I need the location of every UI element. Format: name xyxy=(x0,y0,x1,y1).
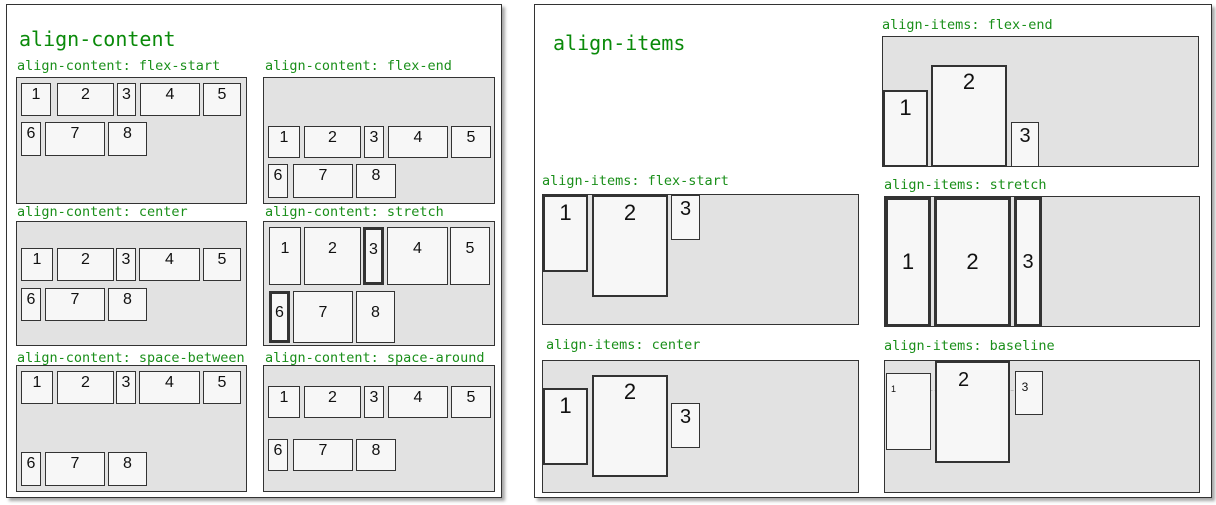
flex-item: 8 xyxy=(108,288,147,321)
flex-item: 5 xyxy=(203,248,241,281)
flex-item: 4 xyxy=(387,227,448,285)
flex-item: 3 xyxy=(1015,371,1043,415)
flex-container-space-between: 1 2 3 4 5 6 7 8 xyxy=(16,365,247,492)
flex-item: 2 xyxy=(935,361,1010,463)
flex-item: 7 xyxy=(293,164,353,198)
flex-item: 4 xyxy=(140,83,200,116)
flex-item: 3 xyxy=(364,126,384,158)
flex-item: 5 xyxy=(451,126,491,158)
flex-item: 4 xyxy=(388,386,448,418)
flex-item: 3 xyxy=(363,227,384,285)
flex-item: 3 xyxy=(116,371,136,404)
flex-item: 1 xyxy=(268,386,300,418)
panel-title: align-content xyxy=(19,27,176,51)
flex-item: 4 xyxy=(388,126,448,158)
flex-item: 3 xyxy=(671,195,700,240)
flex-item: 3 xyxy=(1014,197,1042,327)
flex-container-flex-start: 1 2 3 4 5 6 7 8 xyxy=(16,77,247,204)
flex-item: 3 xyxy=(671,403,700,448)
flex-item: 6 xyxy=(268,439,288,471)
flex-container-stretch: 1 2 3 4 5 6 7 8 xyxy=(263,221,495,346)
flex-container-flex-start: 1 2 3 xyxy=(542,194,859,325)
example-label: align-content: stretch xyxy=(265,204,444,220)
flex-item: 7 xyxy=(293,439,353,471)
flex-item: 8 xyxy=(108,122,147,156)
flex-item: 7 xyxy=(45,452,105,486)
flex-item: 3 xyxy=(364,386,384,418)
flex-item: 1 xyxy=(21,371,53,404)
flex-item: 2 xyxy=(304,227,361,285)
flex-item: 6 xyxy=(21,452,41,486)
flex-item: 2 xyxy=(931,65,1007,167)
flex-item: 1 xyxy=(886,373,931,450)
example-label: align-content: space-around xyxy=(265,350,485,366)
flex-item: 2 xyxy=(57,248,114,281)
flex-item: 8 xyxy=(356,164,396,198)
flex-item: 5 xyxy=(203,371,241,404)
flex-item: 1 xyxy=(543,388,588,465)
flex-item: 5 xyxy=(451,386,491,418)
panel-title: align-items xyxy=(553,31,686,55)
flex-container-center: 1 2 3 xyxy=(542,360,859,493)
flex-item: 1 xyxy=(21,83,51,116)
flex-item: 1 xyxy=(543,195,588,272)
flex-item: 5 xyxy=(203,83,241,116)
flex-item: 7 xyxy=(293,291,353,343)
flex-item: 8 xyxy=(108,452,147,486)
flex-item: 6 xyxy=(21,288,41,321)
flex-item: 3 xyxy=(116,248,136,281)
flex-item: 1 xyxy=(883,90,928,167)
example-label: align-items: flex-start xyxy=(542,173,729,189)
flex-item: 2 xyxy=(304,126,361,158)
flex-item: 8 xyxy=(356,291,395,343)
flex-item: 4 xyxy=(139,371,200,404)
example-label: align-items: stretch xyxy=(884,177,1047,193)
flex-item: 2 xyxy=(592,195,668,297)
flex-item: 1 xyxy=(268,126,300,158)
flex-item: 4 xyxy=(139,248,200,281)
flex-item: 2 xyxy=(57,371,114,404)
flex-item: 1 xyxy=(885,197,931,327)
flex-item: 6 xyxy=(21,122,41,156)
flex-item: 2 xyxy=(934,197,1011,327)
example-label: align-items: flex-end xyxy=(882,17,1053,33)
align-items-panel: align-items align-items: flex-end 1 2 3 … xyxy=(534,4,1212,498)
example-label: align-content: flex-end xyxy=(265,58,452,74)
flex-item: 1 xyxy=(21,248,53,281)
flex-item: 6 xyxy=(268,164,288,198)
align-content-panel: align-content align-content: flex-start … xyxy=(6,4,502,498)
flex-item: 2 xyxy=(57,83,114,116)
flex-container-space-around: 1 2 3 4 5 6 7 8 xyxy=(263,365,495,492)
flex-item: 5 xyxy=(450,227,490,285)
flex-item: 7 xyxy=(45,122,105,156)
flex-container-center: 1 2 3 4 5 6 7 8 xyxy=(16,221,247,346)
flex-container-stretch: 1 2 3 xyxy=(884,196,1200,327)
example-label: align-items: baseline xyxy=(884,338,1055,354)
example-label: align-content: flex-start xyxy=(17,58,221,74)
flex-item: 6 xyxy=(269,291,290,343)
flex-item: 8 xyxy=(356,439,396,471)
example-label: align-content: center xyxy=(17,204,188,220)
example-label: align-items: center xyxy=(546,337,701,353)
example-label: align-content: space-between xyxy=(17,350,245,366)
flex-container-baseline: 1 2 3 xyxy=(884,360,1200,493)
flex-item: 7 xyxy=(45,288,105,321)
flex-item: 3 xyxy=(1011,122,1039,167)
flex-item: 3 xyxy=(117,83,136,116)
flex-container-flex-end: 1 2 3 xyxy=(882,36,1199,167)
flex-item: 1 xyxy=(269,227,301,285)
flex-item: 2 xyxy=(592,375,668,477)
flex-container-flex-end: 1 2 3 4 5 6 7 8 xyxy=(263,77,495,204)
flex-item: 2 xyxy=(304,386,361,418)
